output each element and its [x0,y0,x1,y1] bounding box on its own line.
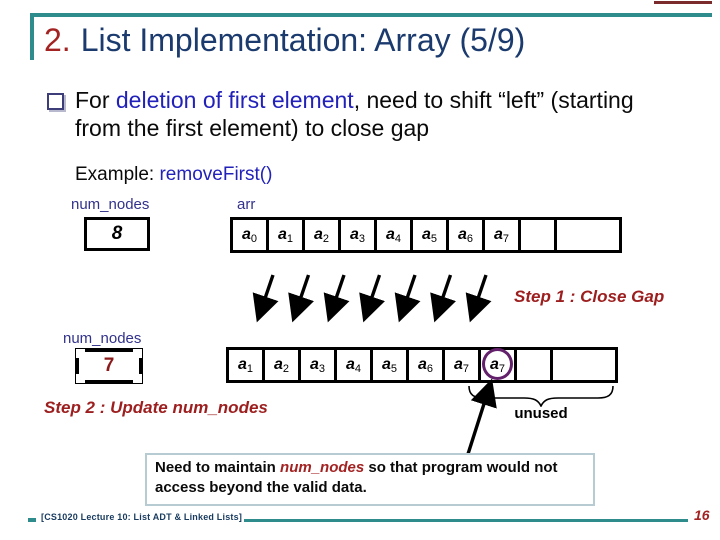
example-code: removeFirst() [159,164,273,185]
array-cell [553,350,615,380]
num-nodes-label-after: num_nodes [63,330,142,347]
num-nodes-value-before: 8 [111,223,123,244]
array-cell [517,350,553,380]
note-box: Need to maintain num_nodes so that progr… [145,453,595,506]
note-pre: Need to maintain [155,459,281,476]
example-label: Example: [75,164,160,185]
box-corner-notch [133,349,142,358]
pointer-arrow [466,378,497,455]
title-text: List Implementation: Array (5/9) [80,22,526,58]
example-line: Example: removeFirst() [75,164,272,186]
note-highlight: num_nodes [280,459,365,476]
num-nodes-value-after: 7 [103,355,115,376]
bullet-paragraph: For deletion of first element, need to s… [75,86,667,142]
step1-label: Step 1 : Close Gap [514,287,665,306]
title-number: 2. [44,22,71,58]
array-cell [521,220,557,250]
unused-label: unused [514,405,568,422]
footer-rule [244,519,688,522]
footer-text: [CS1020 Lecture 10: List ADT & Linked Li… [41,512,243,522]
bullet-pre: For [75,87,116,113]
top-right-accent-bar [654,1,712,4]
title-rule-vertical [30,13,34,60]
footer-square-icon [28,518,36,522]
box-corner-notch [133,374,142,383]
array-cell [557,220,619,250]
note-post: so that program would not access beyond … [155,459,558,497]
bullet-post: , need to shift “left” (starting from th… [75,87,634,142]
title-rule-horizontal [30,13,712,17]
page-title: 2.List Implementation: Array (5/9) [44,22,525,59]
page-number: 16 [694,507,710,523]
step2-label: Step 2 : Update num_nodes [44,398,268,417]
bullet-square-icon [47,93,64,110]
shift-arrows [252,274,492,323]
highlight-circle-icon [482,348,513,380]
arr-label: arr [237,196,256,213]
box-corner-notch [76,349,85,358]
num-nodes-box-before: 8 [84,217,150,251]
num-nodes-label-before: num_nodes [71,196,150,213]
box-corner-notch [76,374,85,383]
bullet-highlight: deletion of first element [115,87,354,113]
num-nodes-box-after: 7 [75,348,143,384]
